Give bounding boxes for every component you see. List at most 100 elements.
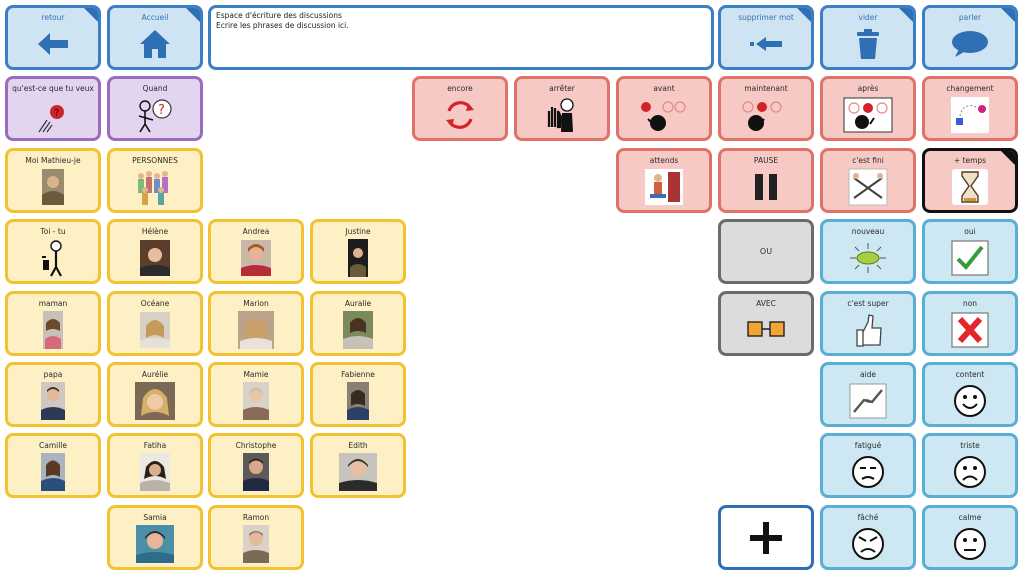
corner-fold [898, 8, 913, 23]
message-textarea[interactable]: Espace d'écriture des discussions Ecrire… [208, 5, 714, 70]
pause-cell[interactable]: PAUSE [718, 148, 814, 213]
question-cell[interactable]: qu'est-ce que tu veux ? [5, 76, 101, 141]
oui-label: oui [964, 227, 976, 236]
samia-label: Samia [143, 513, 167, 522]
ou-cell[interactable]: OU [718, 219, 814, 284]
helping-hands-icon [823, 383, 913, 419]
plus-icon [721, 508, 811, 567]
maintenant-cell[interactable]: maintenant [718, 76, 814, 141]
arreter-cell[interactable]: arrêter [514, 76, 610, 141]
calme-cell[interactable]: calme [922, 505, 1018, 570]
new-sparkle-icon [823, 240, 913, 276]
papa-label: papa [43, 370, 63, 379]
mamie-cell[interactable]: Mamie [208, 362, 304, 427]
triste-cell[interactable]: triste [922, 433, 1018, 498]
non-cell[interactable]: non [922, 291, 1018, 356]
moi-photo [8, 169, 98, 205]
sad-face-icon [925, 454, 1015, 490]
fache-cell[interactable]: fâché [820, 505, 916, 570]
vider-button[interactable]: vider [820, 5, 916, 70]
before-icon [619, 97, 709, 133]
attends-label: attends [649, 156, 679, 165]
christophe-cell[interactable]: Christophe [208, 433, 304, 498]
changement-label: changement [946, 84, 994, 93]
supprimer-mot-button[interactable]: supprimer mot [718, 5, 814, 70]
maman-cell[interactable]: maman [5, 291, 101, 356]
samia-cell[interactable]: Samia [107, 505, 203, 570]
content-cell[interactable]: content [922, 362, 1018, 427]
accueil-button[interactable]: Accueil [107, 5, 203, 70]
now-icon [721, 97, 811, 133]
personnes-cell[interactable]: PERSONNES [107, 148, 203, 213]
arrow-left-icon [8, 26, 98, 62]
retour-button[interactable]: retour [5, 5, 101, 70]
auralie-cell[interactable]: Auralie [310, 291, 406, 356]
avant-cell[interactable]: avant [616, 76, 712, 141]
oui-cell[interactable]: oui [922, 219, 1018, 284]
svg-text:?: ? [54, 108, 59, 119]
attends-cell[interactable]: attends [616, 148, 712, 213]
apres-label: après [857, 84, 879, 93]
helene-label: Hélène [141, 227, 169, 236]
parler-button[interactable]: parler [922, 5, 1018, 70]
oceane-cell[interactable]: Océane [107, 291, 203, 356]
quand-label: Quand [142, 84, 168, 93]
ramon-cell[interactable]: Ramon [208, 505, 304, 570]
ramon-photo [211, 525, 301, 563]
fini-cell[interactable]: c'est fini [820, 148, 916, 213]
justine-cell[interactable]: Justine [310, 219, 406, 284]
calm-face-icon [925, 526, 1015, 562]
edith-cell[interactable]: Edith [310, 433, 406, 498]
aide-cell[interactable]: aide [820, 362, 916, 427]
nouveau-cell[interactable]: nouveau [820, 219, 916, 284]
fatiha-cell[interactable]: Fatiha [107, 433, 203, 498]
question-label: qu'est-ce que tu veux [12, 84, 94, 93]
supprimer-label: supprimer mot [738, 13, 794, 22]
maintenant-label: maintenant [744, 84, 788, 93]
auralie-photo [313, 311, 403, 349]
camille-cell[interactable]: Camille [5, 433, 101, 498]
personnes-label: PERSONNES [132, 156, 178, 165]
question-hand-icon: ? [8, 105, 98, 133]
fabienne-cell[interactable]: Fabienne [310, 362, 406, 427]
edith-label: Edith [348, 441, 368, 450]
encore-cell[interactable]: encore [412, 76, 508, 141]
arreter-label: arrêter [549, 84, 575, 93]
aurelie-label: Aurélie [141, 370, 169, 379]
toi-cell[interactable]: Toi - tu [5, 219, 101, 284]
andrea-cell[interactable]: Andrea [208, 219, 304, 284]
fini-label: c'est fini [852, 156, 884, 165]
super-label: c'est super [847, 299, 889, 308]
quand-cell[interactable]: Quand ? [107, 76, 203, 141]
papa-cell[interactable]: papa [5, 362, 101, 427]
oceane-photo [110, 312, 200, 348]
textarea-line-2: Ecrire les phrases de discussion ici. [216, 21, 349, 30]
add-button[interactable] [718, 505, 814, 570]
marion-cell[interactable]: Marion [208, 291, 304, 356]
christophe-photo [211, 453, 301, 491]
papa-photo [8, 382, 98, 420]
helene-cell[interactable]: Hélène [107, 219, 203, 284]
aurelie-cell[interactable]: Aurélie [107, 362, 203, 427]
edith-photo [313, 453, 403, 491]
moi-cell[interactable]: Moi Mathieu-je [5, 148, 101, 213]
angry-face-icon [823, 526, 913, 562]
avant-label: avant [653, 84, 675, 93]
fabienne-photo [313, 382, 403, 420]
group-people-icon [110, 169, 200, 205]
textarea-line-1: Espace d'écriture des discussions [216, 11, 342, 20]
mamie-photo [211, 382, 301, 420]
super-cell[interactable]: c'est super [820, 291, 916, 356]
moi-label: Moi Mathieu-je [25, 156, 81, 165]
avec-cell[interactable]: AVEC [718, 291, 814, 356]
changement-cell[interactable]: changement [922, 76, 1018, 141]
christophe-label: Christophe [235, 441, 277, 450]
maman-photo [8, 311, 98, 349]
hourglass-icon [925, 169, 1015, 205]
finished-hands-icon [823, 168, 913, 206]
pause-label: PAUSE [753, 156, 779, 165]
apres-cell[interactable]: après [820, 76, 916, 141]
fatigue-cell[interactable]: fatigué [820, 433, 916, 498]
plus-temps-cell[interactable]: + temps [922, 148, 1018, 213]
backspace-arrow-icon [721, 26, 811, 62]
